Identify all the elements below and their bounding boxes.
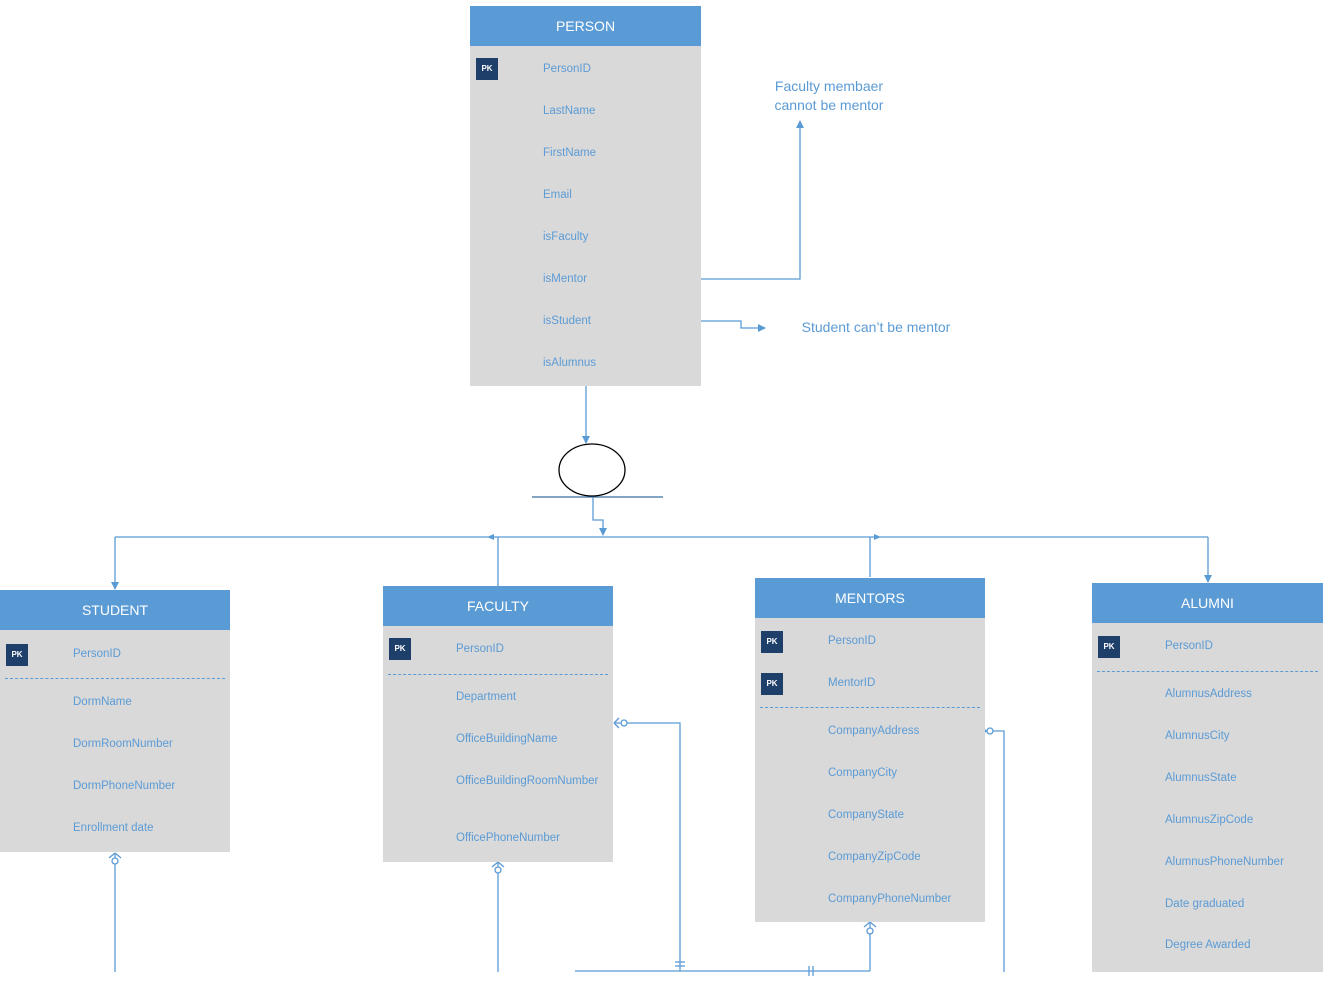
alumni-entity[interactable]: ALUMNI PK PersonID AlumnusAddress Alumnu… bbox=[1092, 583, 1323, 972]
pk-badge: PK bbox=[1098, 636, 1120, 658]
pk-badge: PK bbox=[761, 631, 783, 653]
student-title: STUDENT bbox=[0, 590, 230, 630]
person-title: PERSON bbox=[470, 6, 701, 46]
faculty-mentor-note: Faculty membaer cannot be mentor bbox=[745, 77, 913, 115]
field-alumnusstate: AlumnusState bbox=[1165, 772, 1237, 784]
key-divider bbox=[760, 707, 980, 708]
field-degree-awarded: Degree Awarded bbox=[1165, 939, 1251, 951]
alumni-title: ALUMNI bbox=[1092, 583, 1323, 623]
field-dormname: DormName bbox=[73, 696, 132, 708]
faculty-mentors-relation bbox=[614, 722, 681, 971]
pk-badge: PK bbox=[476, 58, 498, 80]
subtype-down-connector bbox=[592, 497, 607, 536]
student-entity[interactable]: STUDENT PK PersonID DormName DormRoomNum… bbox=[0, 590, 230, 852]
field-alumnuscity: AlumnusCity bbox=[1165, 730, 1230, 742]
field-department: Department bbox=[456, 691, 517, 703]
field-companyphonenumber: CompanyPhoneNumber bbox=[828, 893, 952, 905]
field-dormroomnumber: DormRoomNumber bbox=[73, 738, 173, 750]
field-date-graduated: Date graduated bbox=[1165, 898, 1245, 910]
mentors-relation-line bbox=[986, 730, 1005, 972]
field-alumnusphonenumber: AlumnusPhoneNumber bbox=[1165, 856, 1284, 868]
field-dormphonenumber: DormPhoneNumber bbox=[73, 780, 176, 792]
field-firstname: FirstName bbox=[543, 147, 597, 159]
field-alumnuszipcode: AlumnusZipCode bbox=[1165, 814, 1254, 826]
field-enrollment-date: Enrollment date bbox=[73, 822, 154, 834]
field-isfaculty: isFaculty bbox=[543, 231, 589, 243]
field-officephonenumber: OfficePhoneNumber bbox=[456, 832, 560, 844]
field-lastname: LastName bbox=[543, 105, 596, 117]
field-isalumnus: isAlumnus bbox=[543, 357, 597, 369]
field-companycity: CompanyCity bbox=[828, 767, 898, 779]
note-line: cannot be mentor bbox=[774, 97, 884, 113]
disjoint-circle bbox=[558, 443, 626, 497]
pk-badge: PK bbox=[761, 673, 783, 695]
key-divider bbox=[5, 678, 225, 679]
field-officebuildingroomnumber: OfficeBuildingRoomNumber bbox=[456, 775, 599, 787]
field-officebuildingname: OfficeBuildingName bbox=[456, 733, 558, 745]
pk-badge: PK bbox=[6, 644, 28, 666]
mentors-title: MENTORS bbox=[755, 578, 985, 618]
key-divider bbox=[1097, 671, 1318, 672]
field-personid: PersonID bbox=[456, 643, 504, 655]
field-companyaddress: CompanyAddress bbox=[828, 725, 920, 737]
field-companyzipcode: CompanyZipCode bbox=[828, 851, 921, 863]
faculty-entity[interactable]: FACULTY PK PersonID Department OfficeBui… bbox=[383, 586, 613, 862]
key-divider bbox=[388, 674, 608, 675]
student-mentor-note: Student can’t be mentor bbox=[801, 319, 951, 335]
is-student-arrow bbox=[695, 320, 766, 332]
field-alumnusaddress: AlumnusAddress bbox=[1165, 688, 1252, 700]
pk-badge: PK bbox=[389, 638, 411, 660]
field-mentorid: MentorID bbox=[828, 677, 876, 689]
field-personid: PersonID bbox=[543, 63, 591, 75]
field-isstudent: isStudent bbox=[543, 315, 591, 327]
field-personid: PersonID bbox=[1165, 640, 1213, 652]
field-personid: PersonID bbox=[828, 635, 876, 647]
mentors-entity[interactable]: MENTORS PK PersonID PK MentorID CompanyA… bbox=[755, 578, 985, 922]
faculty-title: FACULTY bbox=[383, 586, 613, 626]
person-entity[interactable]: PERSON PK PersonID LastName FirstName Em… bbox=[470, 6, 701, 386]
field-companystate: CompanyState bbox=[828, 809, 905, 821]
field-ismentor: isMentor bbox=[543, 273, 588, 285]
is-mentor-arrow bbox=[695, 120, 804, 280]
note-line: Faculty membaer bbox=[774, 78, 884, 94]
field-email: Email bbox=[543, 189, 572, 201]
field-personid: PersonID bbox=[73, 648, 121, 660]
